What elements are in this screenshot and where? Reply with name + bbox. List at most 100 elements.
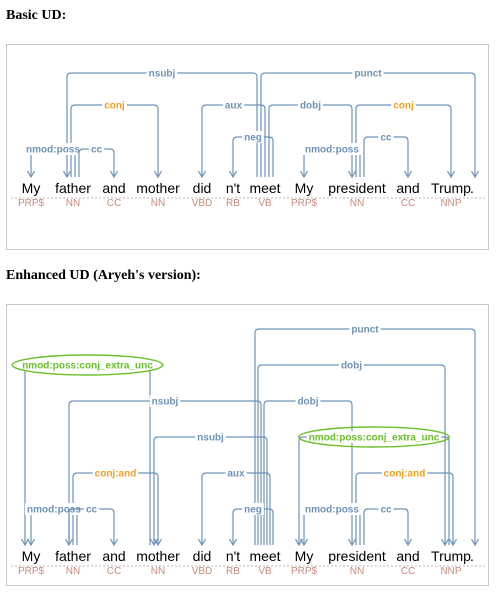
dependency-arc-nmod-poss-conj-extra-unc[interactable]: nmod:poss:conj_extra_unc xyxy=(11,354,164,547)
token-word[interactable]: meet xyxy=(249,548,280,564)
token-pos-tag: RB xyxy=(226,566,240,577)
dependency-arc-dobj[interactable]: dobj xyxy=(268,99,357,179)
token-word[interactable]: My xyxy=(295,180,314,196)
token-word[interactable]: father xyxy=(55,180,91,196)
token-word[interactable]: and xyxy=(396,548,419,564)
dependency-arc-nsubj[interactable]: nsubj xyxy=(62,67,258,179)
dependency-arc-aux[interactable]: aux xyxy=(197,99,266,179)
arc-label: nmod:poss xyxy=(26,145,80,156)
token-word[interactable]: My xyxy=(22,180,41,196)
arc-line xyxy=(260,72,476,177)
token-word[interactable]: did xyxy=(193,548,212,564)
enhanced-ud-heading: Enhanced UD (Aryeh's version): xyxy=(6,268,201,283)
arc-label: cc xyxy=(380,505,392,516)
arrowhead-icon xyxy=(228,538,238,547)
token-pos-tag: NN xyxy=(151,198,165,209)
token-pos-tag: NN xyxy=(66,566,80,577)
token-word[interactable]: My xyxy=(22,548,41,564)
enhanced-label-ellipse xyxy=(11,354,164,376)
arc-label-bg xyxy=(352,67,384,79)
token-word[interactable]: and xyxy=(102,180,125,196)
token-word[interactable]: Trump xyxy=(431,548,471,564)
token-word[interactable]: . xyxy=(470,180,474,196)
dependency-arc-conj-and[interactable]: conj:and xyxy=(355,467,458,547)
dependency-arc-cc[interactable]: cc xyxy=(363,131,413,179)
arc-label: dobj xyxy=(300,101,321,112)
arc-label-bg xyxy=(338,359,365,371)
dependency-arc-nsubj[interactable]: nsubj xyxy=(64,395,262,547)
dependency-arc-nmod-poss[interactable]: nmod:poss xyxy=(299,503,361,547)
dependency-arc-nmod-poss[interactable]: nmod:poss xyxy=(299,143,361,179)
arc-label-bg xyxy=(349,323,381,335)
dependency-arc-dobj[interactable]: dobj xyxy=(257,359,450,547)
token-word[interactable]: mother xyxy=(136,548,180,564)
token-pos-tag: CC xyxy=(107,566,121,577)
dependency-arc-conj-and[interactable]: conj:and xyxy=(72,467,163,547)
dependency-arc-cc[interactable]: cc xyxy=(68,503,119,547)
dependency-arc-nsubj[interactable]: nsubj xyxy=(149,431,268,547)
arc-label: aux xyxy=(227,469,245,480)
arc-label-bg xyxy=(391,99,416,111)
dependency-arc-dobj[interactable]: dobj xyxy=(263,395,357,547)
arc-label: conj xyxy=(393,101,414,112)
arrowhead-icon xyxy=(470,170,480,179)
arc-line xyxy=(66,72,258,177)
arc-label: neg xyxy=(244,505,262,516)
arc-label-bg xyxy=(83,503,100,515)
arrowhead-icon xyxy=(26,170,36,179)
arrowhead-icon xyxy=(109,170,119,179)
token-word[interactable]: and xyxy=(396,180,419,196)
arc-line xyxy=(355,104,452,177)
token-word[interactable]: did xyxy=(193,180,212,196)
token-pos-tag: PRP$ xyxy=(291,566,318,577)
arrowhead-icon xyxy=(446,170,456,179)
token-word[interactable]: n't xyxy=(226,548,240,564)
token-pos-tag: CC xyxy=(107,198,121,209)
token-word[interactable]: My xyxy=(295,548,314,564)
dependency-arc-nmod-poss[interactable]: nmod:poss xyxy=(24,143,82,179)
dependency-arc-punct[interactable]: punct xyxy=(260,67,480,179)
dependency-arc-conj[interactable]: conj xyxy=(355,99,456,179)
dependency-arc-punct[interactable]: punct xyxy=(254,323,480,547)
token-word[interactable]: . xyxy=(470,548,474,564)
arc-label: conj:and xyxy=(384,469,426,480)
arc-label: nsubj xyxy=(197,433,224,444)
arc-label-bg xyxy=(24,143,82,155)
arc-label-bg xyxy=(222,99,245,111)
arrowhead-icon xyxy=(197,538,207,547)
dependency-arc-neg[interactable]: neg xyxy=(228,503,274,547)
token-word[interactable]: n't xyxy=(226,180,240,196)
token-word[interactable]: Trump xyxy=(431,180,471,196)
token-pos-tag: VBD xyxy=(192,198,213,209)
arc-label: conj xyxy=(104,101,125,112)
dependency-arc-nmod-poss-conj-extra-unc[interactable]: nmod:poss:conj_extra_unc xyxy=(294,426,450,547)
token-word[interactable]: mother xyxy=(136,180,180,196)
dependency-arc-cc[interactable]: cc xyxy=(363,503,413,547)
arrowhead-icon xyxy=(228,170,238,179)
token-pos-tag: CC xyxy=(401,566,415,577)
dependency-arc-conj[interactable]: conj xyxy=(70,99,163,179)
arc-label-bg xyxy=(378,131,394,143)
token-word[interactable]: president xyxy=(328,548,386,564)
token-pos-tag: PRP$ xyxy=(18,198,45,209)
arrowhead-icon xyxy=(403,170,413,179)
arc-label: nmod:poss:conj_extra_unc xyxy=(309,433,440,444)
arc-label: cc xyxy=(380,133,392,144)
arc-label-bg xyxy=(242,131,264,143)
arrowhead-icon xyxy=(299,170,309,179)
token-word[interactable]: father xyxy=(55,548,91,564)
dependency-arc-aux[interactable]: aux xyxy=(197,467,271,547)
token-word[interactable]: and xyxy=(102,548,125,564)
dependency-arc-neg[interactable]: neg xyxy=(228,131,274,179)
arc-label: nmod:poss xyxy=(305,505,359,516)
token-word[interactable]: meet xyxy=(249,180,280,196)
token-word[interactable]: president xyxy=(328,180,386,196)
arrowhead-icon xyxy=(20,538,30,547)
token-pos-tag: RB xyxy=(226,198,240,209)
arc-label-bg xyxy=(88,143,105,155)
arc-label-bg xyxy=(303,503,361,515)
dependency-arc-cc[interactable]: cc xyxy=(78,143,119,179)
arc-label: nsubj xyxy=(152,397,179,408)
arc-label: cc xyxy=(91,145,103,156)
